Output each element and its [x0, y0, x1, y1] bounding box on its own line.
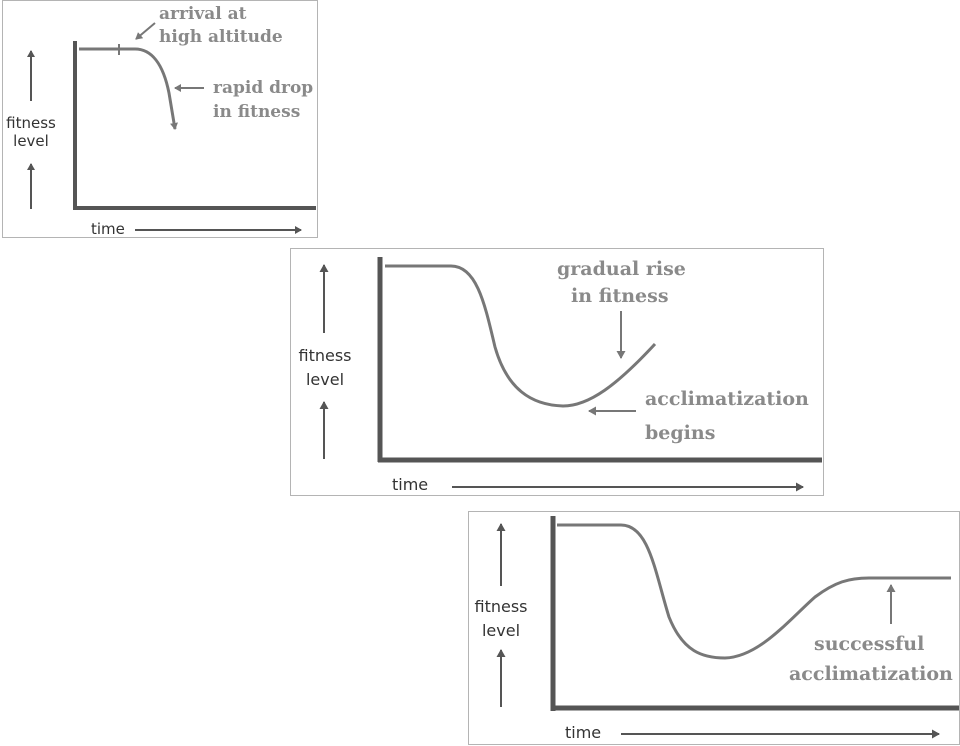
annotation-success-line2: acclimatization [789, 663, 953, 685]
annotation-begins-line2: begins [645, 422, 715, 444]
y-axis-label-line1: fitness [474, 597, 527, 616]
x-axis-label: time [392, 475, 428, 494]
panel-arrival-diagram: fitness level time arrival at high altit… [6, 4, 316, 238]
panel-acclimatization-begins-diagram: fitness level time gradual rise in fitne… [298, 257, 822, 494]
annotation-drop-line1: rapid drop [213, 78, 313, 98]
annotation-success-line1: successful [814, 633, 924, 655]
y-axis-label-line2: level [482, 621, 520, 640]
x-axis-label: time [565, 723, 601, 742]
arrival-pointer-arrow [135, 22, 156, 40]
panel-acclimatization-begins: fitness level time gradual rise in fitne… [290, 248, 824, 496]
annotation-arrival-line2: high altitude [159, 27, 283, 47]
y-axis-label-line2: level [13, 132, 49, 150]
fitness-curve [385, 264, 657, 408]
y-axis-label-line1: fitness [298, 346, 351, 365]
panel-successful-acclimatization: fitness level time successful acclimatiz… [468, 511, 960, 745]
annotation-rise-line1: gradual rise [557, 258, 686, 280]
annotation-arrival-line1: arrival at [159, 4, 247, 24]
panel-arrival: fitness level time arrival at high altit… [2, 0, 318, 238]
y-axis-label-line1: fitness [6, 114, 56, 132]
y-axis-label-line2: level [306, 370, 344, 389]
fitness-curve [79, 47, 178, 130]
panel-successful-acclimatization-diagram: fitness level time successful acclimatiz… [474, 516, 959, 742]
annotation-drop-line2: in fitness [213, 102, 300, 122]
fitness-curve [557, 523, 951, 660]
annotation-begins-line1: acclimatization [645, 388, 809, 410]
annotation-rise-line2: in fitness [571, 285, 669, 307]
x-axis-label: time [91, 220, 125, 238]
